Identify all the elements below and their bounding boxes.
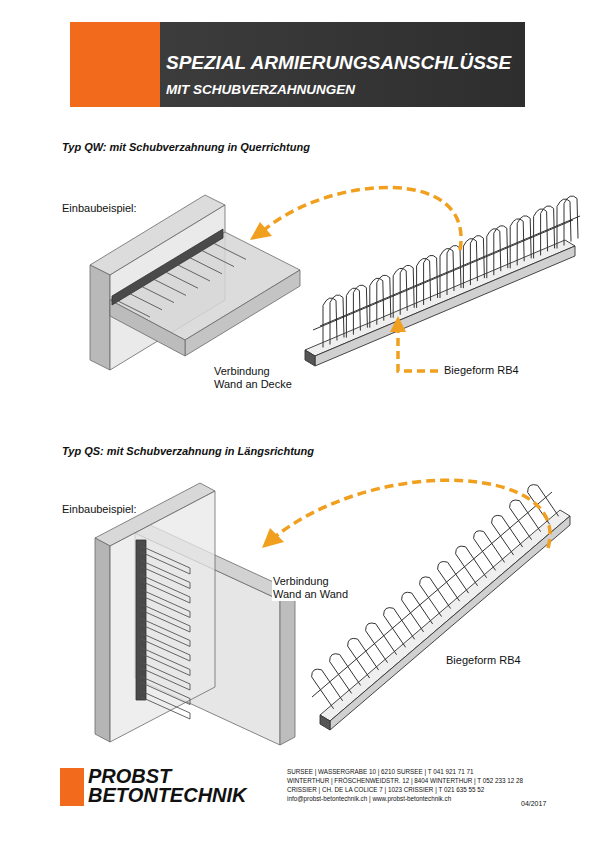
wall-wall-example	[95, 483, 295, 745]
arrowhead	[390, 316, 406, 332]
caption-label: Verbindung Wand an Wand	[272, 575, 358, 601]
stirrup-loop	[528, 485, 559, 525]
note: Einbaubeispiel:	[62, 202, 137, 215]
company-logo: PROBST BETONTECHNIK	[88, 767, 260, 805]
arrowhead	[262, 528, 284, 548]
longitudinal-bar	[313, 220, 573, 330]
bar	[190, 258, 222, 274]
header-title: SPEZIAL ARMIERUNGSANSCHLÜSSE	[166, 52, 511, 74]
header-band: SPEZIAL ARMIERUNGSANSCHLÜSSE MIT SCHUBVER…	[70, 22, 525, 107]
bar	[154, 279, 186, 295]
bar	[214, 243, 246, 259]
bar	[202, 251, 234, 267]
date: 04/2017	[521, 800, 546, 808]
section-heading: Typ QW: mit Schubverzahnung in Querricht…	[62, 141, 310, 154]
part-label: Biegeform RB4	[445, 654, 522, 667]
dashed-arrow	[276, 480, 550, 548]
wall-slab-example	[90, 195, 300, 370]
rebar-strip-qs	[312, 485, 570, 730]
rebar-strip-qw	[305, 196, 580, 366]
address-line: CRISSIER | CH. DE LA COLICE 7 | 1023 CRI…	[287, 786, 484, 794]
bar	[142, 287, 174, 303]
arrowhead	[250, 222, 272, 240]
logo-mark	[60, 768, 84, 806]
part-label: Biegeform RB4	[443, 364, 520, 377]
note: Einbaubeispiel:	[62, 503, 137, 516]
header-subtitle: MIT SCHUBVERZAHNUNGEN	[166, 82, 355, 97]
bar	[118, 301, 150, 317]
bar	[141, 691, 190, 719]
caption-label: Verbindung Wand an Decke	[213, 365, 299, 391]
bar	[178, 265, 210, 281]
bar	[130, 294, 162, 310]
contact-line: info@probst-betontechnik.ch | www.probst…	[287, 795, 451, 803]
section-heading: Typ QS: mit Schubverzahnung in Längsrich…	[62, 445, 314, 458]
dashed-arrow	[398, 330, 438, 371]
longitudinal-bar	[320, 216, 580, 326]
dashed-arrow	[264, 187, 461, 250]
address-line: WINTERTHUR | FRÖSCHENWEIDSTR. 12 | 8404 …	[287, 777, 523, 785]
bar	[166, 272, 198, 288]
address-line: SURSEE | WASSERGRABE 10 | 6210 SURSEE | …	[287, 768, 473, 776]
